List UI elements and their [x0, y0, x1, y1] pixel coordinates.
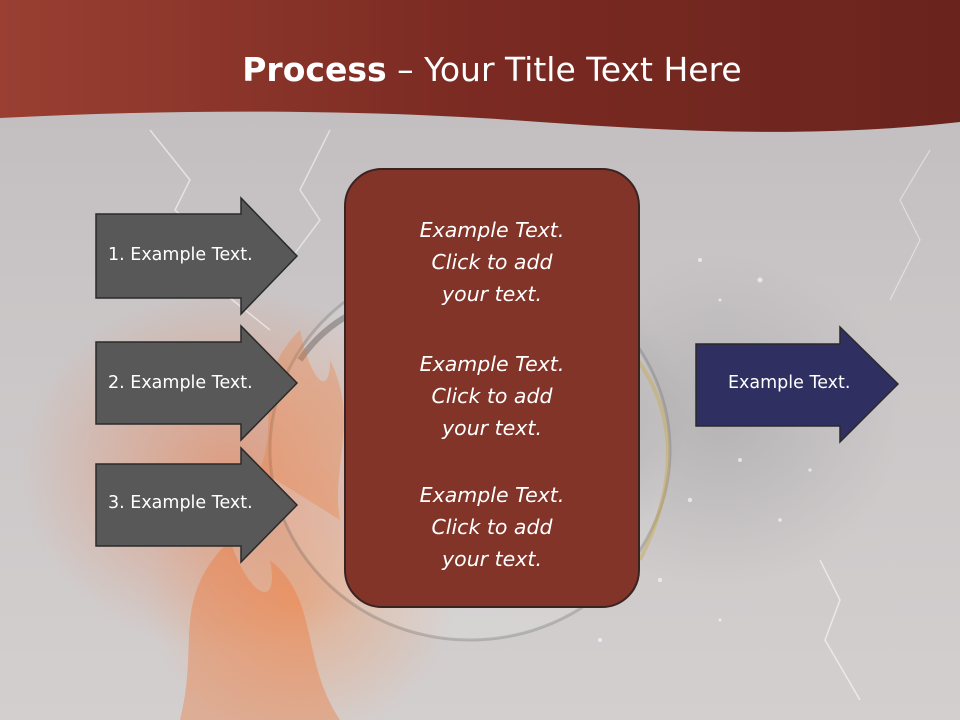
slide-title[interactable]: Process – Your Title Text Here	[0, 50, 960, 89]
left-arrow-2-label: 2. Example Text.	[108, 373, 253, 393]
center-text-item-2[interactable]: Example Text. Click to add your text.	[419, 352, 565, 440]
right-arrow[interactable]: Example Text.	[695, 325, 901, 446]
center-text-box[interactable]: Example Text. Click to add your text. Ex…	[344, 168, 640, 608]
center-text-item-3[interactable]: Example Text. Click to add your text.	[419, 483, 565, 571]
title-bold-part: Process	[242, 50, 387, 89]
right-arrow-label: Example Text.	[728, 373, 851, 393]
left-arrow-1[interactable]: 1. Example Text.	[95, 196, 300, 317]
left-arrow-2[interactable]: 2. Example Text.	[95, 324, 300, 445]
left-arrow-3[interactable]: 3. Example Text.	[95, 446, 300, 567]
header-banner	[0, 0, 960, 132]
title-rest-part: – Your Title Text Here	[386, 50, 742, 89]
left-arrow-3-label: 3. Example Text.	[108, 493, 253, 513]
center-text-item-1[interactable]: Example Text. Click to add your text.	[419, 218, 565, 306]
left-arrow-1-label: 1. Example Text.	[108, 245, 253, 265]
